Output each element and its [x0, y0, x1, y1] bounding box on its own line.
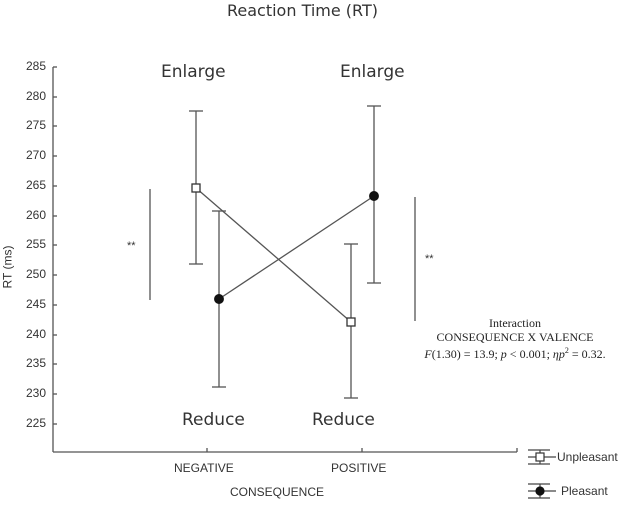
- series-pleasant: [212, 105, 381, 388]
- series-unpleasant: [189, 110, 358, 399]
- y-tick-label: 240: [25, 327, 46, 341]
- stats-F: F: [424, 347, 432, 361]
- stats-p-value: < 0.001;: [506, 347, 553, 361]
- significance-stars-right: **: [425, 253, 434, 265]
- y-tick-label: 250: [25, 267, 46, 281]
- stats-p: p: [500, 347, 507, 361]
- reduce-label-negative: Reduce: [182, 410, 245, 430]
- enlarge-label-negative: Enlarge: [161, 62, 226, 82]
- y-tick-label: 270: [25, 148, 46, 162]
- legend-label-unpleasant: Unpleasant: [557, 450, 618, 464]
- legend-symbol-pleasant: [528, 483, 556, 499]
- legend-label-pleasant: Pleasant: [561, 484, 608, 498]
- stats-line-1: Interaction: [489, 316, 541, 330]
- y-tick-label: 260: [25, 208, 46, 222]
- stats-line-3: F(1.30) = 13.9; p < 0.001; ηp2 = 0.32.: [410, 344, 620, 361]
- y-tick-label: 235: [25, 356, 46, 370]
- significance-stars-left: **: [127, 240, 136, 252]
- x-tick-label-negative: NEGATIVE: [174, 461, 234, 475]
- stats-eta: ηp: [552, 347, 565, 361]
- y-tick-label: 280: [25, 89, 46, 103]
- pleasant-marker-positive: [369, 191, 379, 201]
- x-axis-label: CONSEQUENCE: [230, 485, 325, 499]
- enlarge-label-positive: Enlarge: [340, 62, 405, 82]
- stats-eta-sup: 2: [564, 346, 569, 355]
- y-tick-label: 245: [25, 297, 46, 311]
- reduce-label-positive: Reduce: [312, 410, 375, 430]
- unpleasant-line: [195, 187, 352, 323]
- y-tick-label: 275: [25, 118, 46, 132]
- y-tick-label: 265: [25, 178, 46, 192]
- stats-F-value: (1.30) = 13.9;: [431, 347, 501, 361]
- legend-symbol-unpleasant: [528, 449, 556, 465]
- stats-line-2: CONSEQUENCE X VALENCE: [436, 330, 594, 344]
- y-tick-label: 225: [25, 416, 46, 430]
- y-tick-label: 255: [25, 237, 46, 251]
- pleasant-marker-negative: [214, 294, 224, 304]
- interaction-stats: Interaction CONSEQUENCE X VALENCE F(1.30…: [410, 316, 620, 361]
- y-tick-label: 230: [25, 386, 46, 400]
- stats-eta-value: = 0.32.: [568, 347, 606, 361]
- chart-title: Reaction Time (RT): [226, 1, 379, 20]
- unpleasant-marker-positive: [346, 317, 356, 327]
- unpleasant-marker-negative: [191, 183, 201, 193]
- y-tick-label: 285: [25, 59, 46, 73]
- axes: [52, 66, 518, 453]
- x-tick-label-positive: POSITIVE: [331, 461, 387, 475]
- pleasant-line: [218, 195, 375, 300]
